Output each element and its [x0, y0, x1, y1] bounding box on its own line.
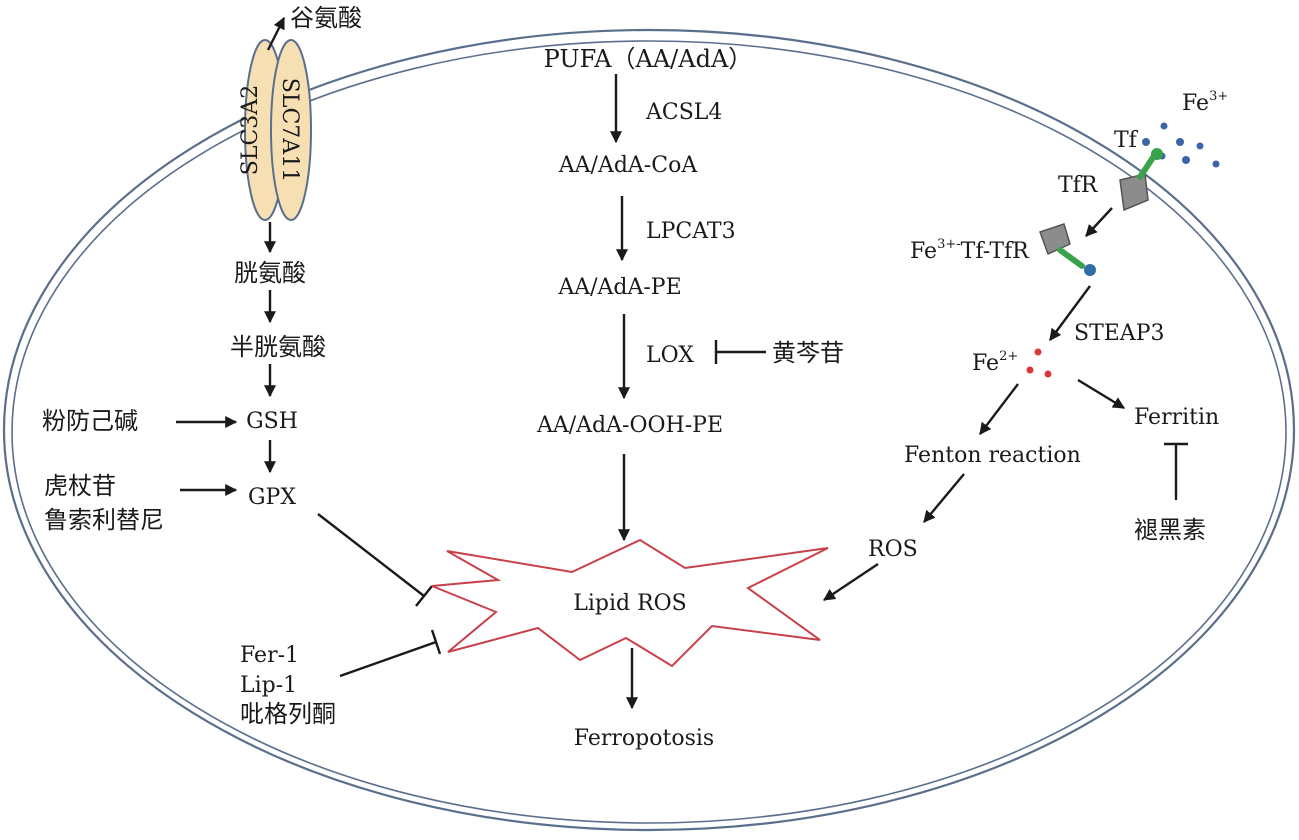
- cysteine-label: 半胱氨酸: [230, 333, 326, 361]
- glutamate-label: 谷氨酸: [290, 4, 362, 32]
- aa-ada-pe-label: AA/AdA-PE: [557, 275, 681, 300]
- fe3-tf-tfr-label: Fe3+-Tf-TfR: [910, 237, 1030, 264]
- arrow-fenton-to-ros: [923, 473, 965, 523]
- cell-membrane-outer: [2, 28, 1296, 832]
- baicalin-inhibits-lox: [714, 340, 766, 364]
- steap3-label: STEAP3: [1074, 321, 1165, 346]
- cell-membrane-inner: [11, 40, 1287, 824]
- slc7a11-label: SLC7A11: [277, 78, 302, 182]
- transferrin-receptor-membrane: [1119, 148, 1163, 212]
- fe3-tf-tfr-complex-icon: [1039, 223, 1096, 276]
- gpx-label: GPX: [248, 485, 296, 510]
- aa-ada-coa-label: AA/AdA-CoA: [558, 153, 699, 178]
- gpx-inhibits-lipid-ros: [317, 513, 433, 607]
- fer-1-label: Fer-1: [240, 643, 299, 668]
- cystine-label: 胱氨酸: [234, 259, 306, 287]
- lox-label: LOX: [646, 343, 694, 368]
- lipid-ros-label: Lipid ROS: [573, 591, 687, 616]
- slc7a11-protein: [270, 39, 312, 221]
- tfr-label: TfR: [1058, 173, 1099, 198]
- melatonin-inhibits-ferritin: [1164, 442, 1188, 500]
- ros-label: ROS: [868, 537, 918, 562]
- tetrandrine-label: 粉防己碱: [42, 407, 138, 435]
- aa-ada-ooh-pe-label: AA/AdA-OOH-PE: [536, 413, 723, 438]
- arrow-complex-to-fe2: [1049, 285, 1091, 341]
- lipid-ros-burst: [431, 538, 829, 668]
- baicalin-label: 黄芩苷: [772, 339, 844, 367]
- fe2-label: Fe2+: [972, 349, 1018, 376]
- pioglitazone-label: 吡格列酮: [240, 700, 336, 728]
- acsl4-label: ACSL4: [645, 100, 722, 125]
- pufa-label: PUFA（AA/AdA）: [544, 45, 753, 73]
- arrow-fe2-to-fenton: [979, 383, 1019, 435]
- arrow-ros-to-lipid-ros: [823, 563, 879, 601]
- lip-1-label: Lip-1: [240, 673, 297, 698]
- ferroptosis-label: Ferropotosis: [574, 726, 714, 751]
- slc7a11-slc3a2-transporter: SLC3A2 SLC7A11: [238, 39, 312, 221]
- arrow-tfr-to-complex: [1085, 207, 1113, 237]
- gsh-label: GSH: [246, 409, 298, 434]
- fe2-ions: [1026, 348, 1052, 378]
- ferritin-label: Ferritin: [1134, 405, 1219, 430]
- glutamate-export-arrow: [266, 16, 286, 51]
- arrow-fe2-to-ferritin: [1077, 378, 1126, 410]
- melatonin-label: 褪黑素: [1134, 516, 1206, 544]
- ruxolitinib-label: 鲁索利替尼: [44, 506, 164, 534]
- tf-label: Tf: [1114, 128, 1139, 153]
- polydatin-label: 虎杖苷: [44, 472, 116, 500]
- inhibitors-block-lipid-ros: [339, 629, 442, 678]
- fe3-label: Fe3+: [1182, 89, 1228, 116]
- slc3a2-label: SLC3A2: [238, 85, 263, 175]
- fenton-reaction-label: Fenton reaction: [904, 443, 1081, 468]
- lpcat3-label: LPCAT3: [646, 219, 736, 244]
